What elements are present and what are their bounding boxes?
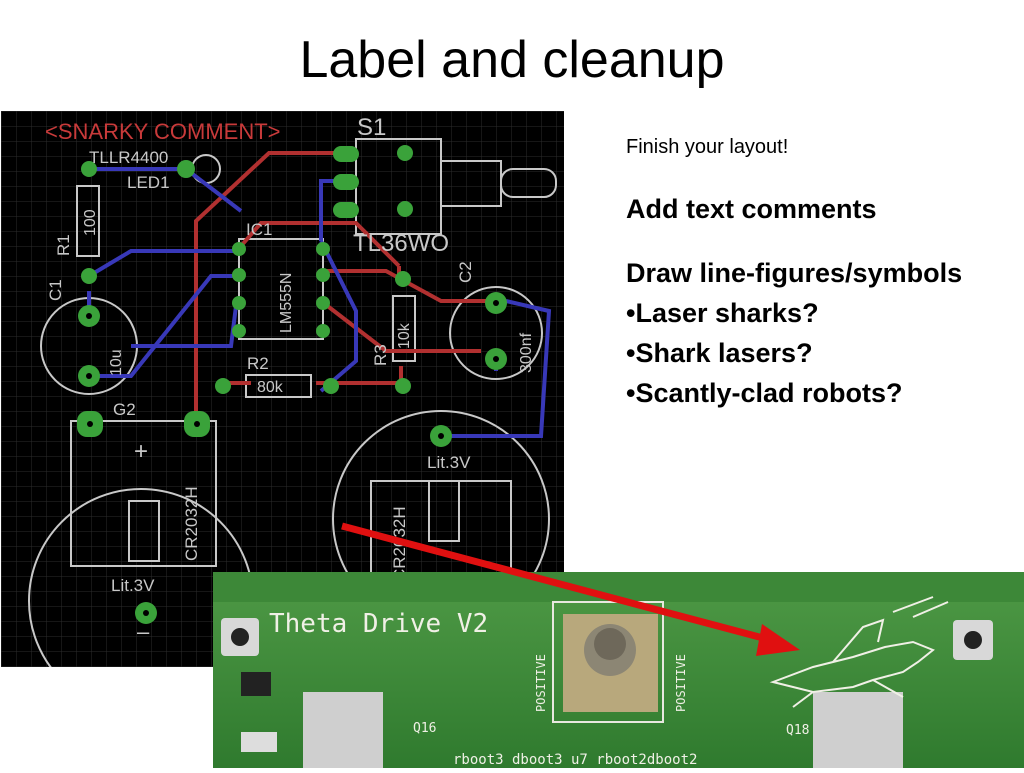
bullet-item: •Scantly-clad robots? (626, 378, 903, 408)
g2-label: G2 (113, 400, 136, 419)
ic1-label: IC1 (246, 220, 272, 239)
heading-add-text: Add text comments (626, 194, 877, 224)
slide-title: Label and cleanup (299, 31, 725, 89)
s1-label: S1 (357, 114, 386, 141)
tllr-label: TLLR4400 (89, 148, 168, 167)
switch-s1-knob (500, 168, 557, 198)
red-traces (194, 151, 489, 421)
battery-holder-left (70, 420, 217, 567)
battery-left-plus: + (134, 438, 148, 465)
tl36-label: TL36WO (353, 230, 449, 257)
q16-label: Q16 (413, 721, 436, 736)
lit-left-label: Lit.3V (111, 576, 155, 595)
capacitor-c2-outline (449, 286, 543, 380)
r1-label: R1 (54, 234, 73, 256)
theta-drive-label: Theta Drive V2 (269, 609, 488, 639)
board-trace-region (213, 572, 1024, 602)
intro-text: Finish your layout! (626, 136, 789, 158)
r3-value: 10k (396, 322, 413, 349)
laser-shark-drawing-icon (769, 596, 949, 708)
r2-value: 80k (257, 379, 284, 396)
lm555-label: LM555N (278, 273, 295, 333)
ic1-outline (238, 238, 324, 340)
c2-value: 300nf (518, 332, 535, 373)
resistor-r1-body (76, 185, 100, 257)
cr2032-left-label: CR2032H (182, 486, 201, 561)
resistor-r3-body (392, 295, 416, 362)
led1-label: LED1 (127, 173, 170, 192)
mounting-hole-left (231, 628, 249, 646)
bullet-item: •Laser sharks? (626, 298, 819, 328)
bullet-item: •Shark lasers? (626, 338, 813, 368)
smd-part-2 (241, 732, 277, 752)
r1-value: 100 (82, 209, 99, 236)
pad-right (813, 692, 903, 768)
snarky-comment-label: <SNARKY COMMENT> (45, 119, 281, 144)
bullet-list: •Laser sharks? •Shark lasers? •Scantly-c… (626, 293, 1021, 413)
pad-left (303, 692, 383, 768)
smd-part (241, 672, 271, 696)
bottom-silk-text: rboot3 dboot3 u7 rboot2dboot2 (453, 752, 697, 768)
battery-left-minus: – (137, 619, 150, 644)
board-photo: Theta Drive V2 POSITIVE POSITIVE Q16 Q18… (213, 572, 1024, 768)
heading-draw-figures: Draw line-figures/symbols (626, 258, 963, 288)
switch-knob-top (594, 628, 626, 660)
lit-right-label: Lit.3V (427, 453, 471, 472)
q18-label: Q18 (786, 723, 809, 738)
slide-text-panel: Finish your layout! Add text comments Dr… (626, 136, 1021, 413)
r2-label: R2 (247, 354, 269, 373)
positive-right-label: POSITIVE (674, 654, 688, 712)
mounting-hole-right (964, 631, 982, 649)
battery-right-minus: – (437, 397, 450, 422)
c2-label: C2 (456, 261, 475, 283)
c1-label: C1 (46, 279, 65, 301)
resistor-r2-body (245, 374, 312, 398)
pad-holes (86, 300, 499, 616)
positive-left-label: POSITIVE (534, 654, 548, 712)
r3-label: R3 (371, 344, 390, 366)
c1-value: 10u (108, 349, 125, 376)
battery-slot-left (128, 500, 160, 562)
cr2032-right-label: CR2032H (390, 506, 409, 581)
